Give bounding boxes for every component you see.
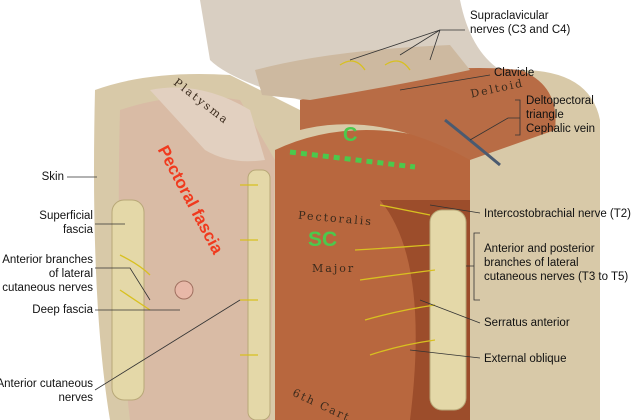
label-line: Deltopectoral	[526, 95, 594, 107]
label-line: fascia	[62, 224, 93, 236]
label-superficial-fascia: Superficial fascia	[39, 209, 93, 237]
pectoral-fascia-region	[118, 96, 275, 420]
label-anterior-branches: Anterior branches of lateral cutaneous n…	[2, 253, 93, 295]
label-skin: Skin	[41, 171, 64, 183]
label-cephalic-vein: Cephalic vein	[526, 123, 596, 135]
label-line: triangle	[526, 109, 564, 121]
label-deep-fascia: Deep fascia	[32, 304, 93, 316]
label-line: nerves	[58, 392, 93, 404]
nipple	[174, 280, 194, 300]
c-annotation: C	[343, 124, 358, 146]
label-intercostobrachial-nerve: Intercostobrachial nerve (T2)	[484, 208, 632, 220]
label-lateral-cutaneous-branches: Anterior and posterior branches of later…	[484, 242, 628, 284]
label-line: Supraclavicular	[470, 10, 549, 22]
label-supraclavicular-nerves: Supraclavicular nerves (C3 and C4)	[470, 9, 570, 37]
skin-flap-center	[247, 169, 271, 420]
nerves	[119, 60, 436, 356]
leader-lines	[67, 29, 521, 391]
label-line: Anterior cutaneous	[0, 378, 93, 390]
green-dotted-line	[289, 149, 416, 170]
sc-annotation: SC	[308, 228, 338, 251]
label-clavicle: Clavicle	[494, 67, 535, 79]
label-deltopectoral-triangle: Deltopectoral triangle	[526, 94, 594, 122]
label-serratus-anterior: Serratus anterior	[484, 317, 570, 329]
label-line: nerves (C3 and C4)	[470, 24, 571, 36]
label-line: branches of lateral	[484, 257, 579, 269]
label-line: of lateral	[48, 268, 93, 280]
label-line: Anterior branches	[2, 254, 93, 266]
label-line: cutaneous nerves	[2, 282, 93, 294]
cephalic-vein	[444, 118, 501, 167]
label-line: cutaneous nerves (T3 to T5)	[484, 271, 629, 283]
skin-flap-right	[429, 209, 467, 411]
clavicle-flap	[255, 45, 470, 100]
label-line: Superficial	[39, 210, 93, 222]
deltoid-region	[300, 68, 556, 160]
skin-flap-left	[111, 199, 145, 401]
platysma-region	[150, 87, 265, 162]
major-text: Major	[312, 262, 356, 275]
label-line: Anterior and posterior	[484, 243, 595, 255]
label-external-oblique: External oblique	[484, 353, 567, 365]
label-anterior-cutaneous-nerves: Anterior cutaneous nerves	[0, 377, 93, 405]
